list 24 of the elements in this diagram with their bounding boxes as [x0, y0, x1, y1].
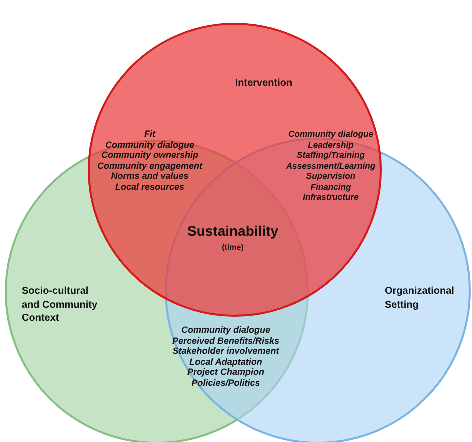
circle-title: Organizational Setting — [385, 285, 456, 312]
factor-label: Project Champion — [188, 367, 264, 378]
factor-label: Local resources — [115, 182, 185, 192]
factor-label: Community dialogue — [182, 325, 270, 336]
factor-label: Community dialogue — [288, 129, 374, 140]
factor-label: Norms and values — [111, 171, 189, 182]
factor-label: Community engagement — [98, 160, 202, 171]
factor-label: Fit — [144, 129, 156, 140]
factor-label: Perceived Benefits/Risks — [172, 336, 280, 346]
circle-title: Intervention — [234, 77, 294, 90]
factor-label: Community ownership — [102, 150, 198, 160]
factor-label: Community dialogue — [106, 140, 194, 150]
factor-label: Infrastructure — [303, 192, 359, 202]
factor-label: Supervision — [306, 171, 356, 182]
circle-title: Socio-cultural and Community Context — [22, 285, 99, 326]
factor-label: Policies/Politics — [192, 378, 260, 388]
factor-label: (time) — [222, 243, 244, 254]
factor-label: Leadership — [308, 140, 354, 150]
factor-label: Assessment/Learning — [286, 160, 376, 171]
factor-label: Local Adaptation — [190, 356, 262, 367]
factor-label: Financing — [310, 182, 352, 192]
factor-label: Stakeholder involvement — [172, 346, 280, 356]
factor-label: Staffing/Training — [297, 150, 365, 160]
center-title: Sustainability — [187, 226, 279, 236]
